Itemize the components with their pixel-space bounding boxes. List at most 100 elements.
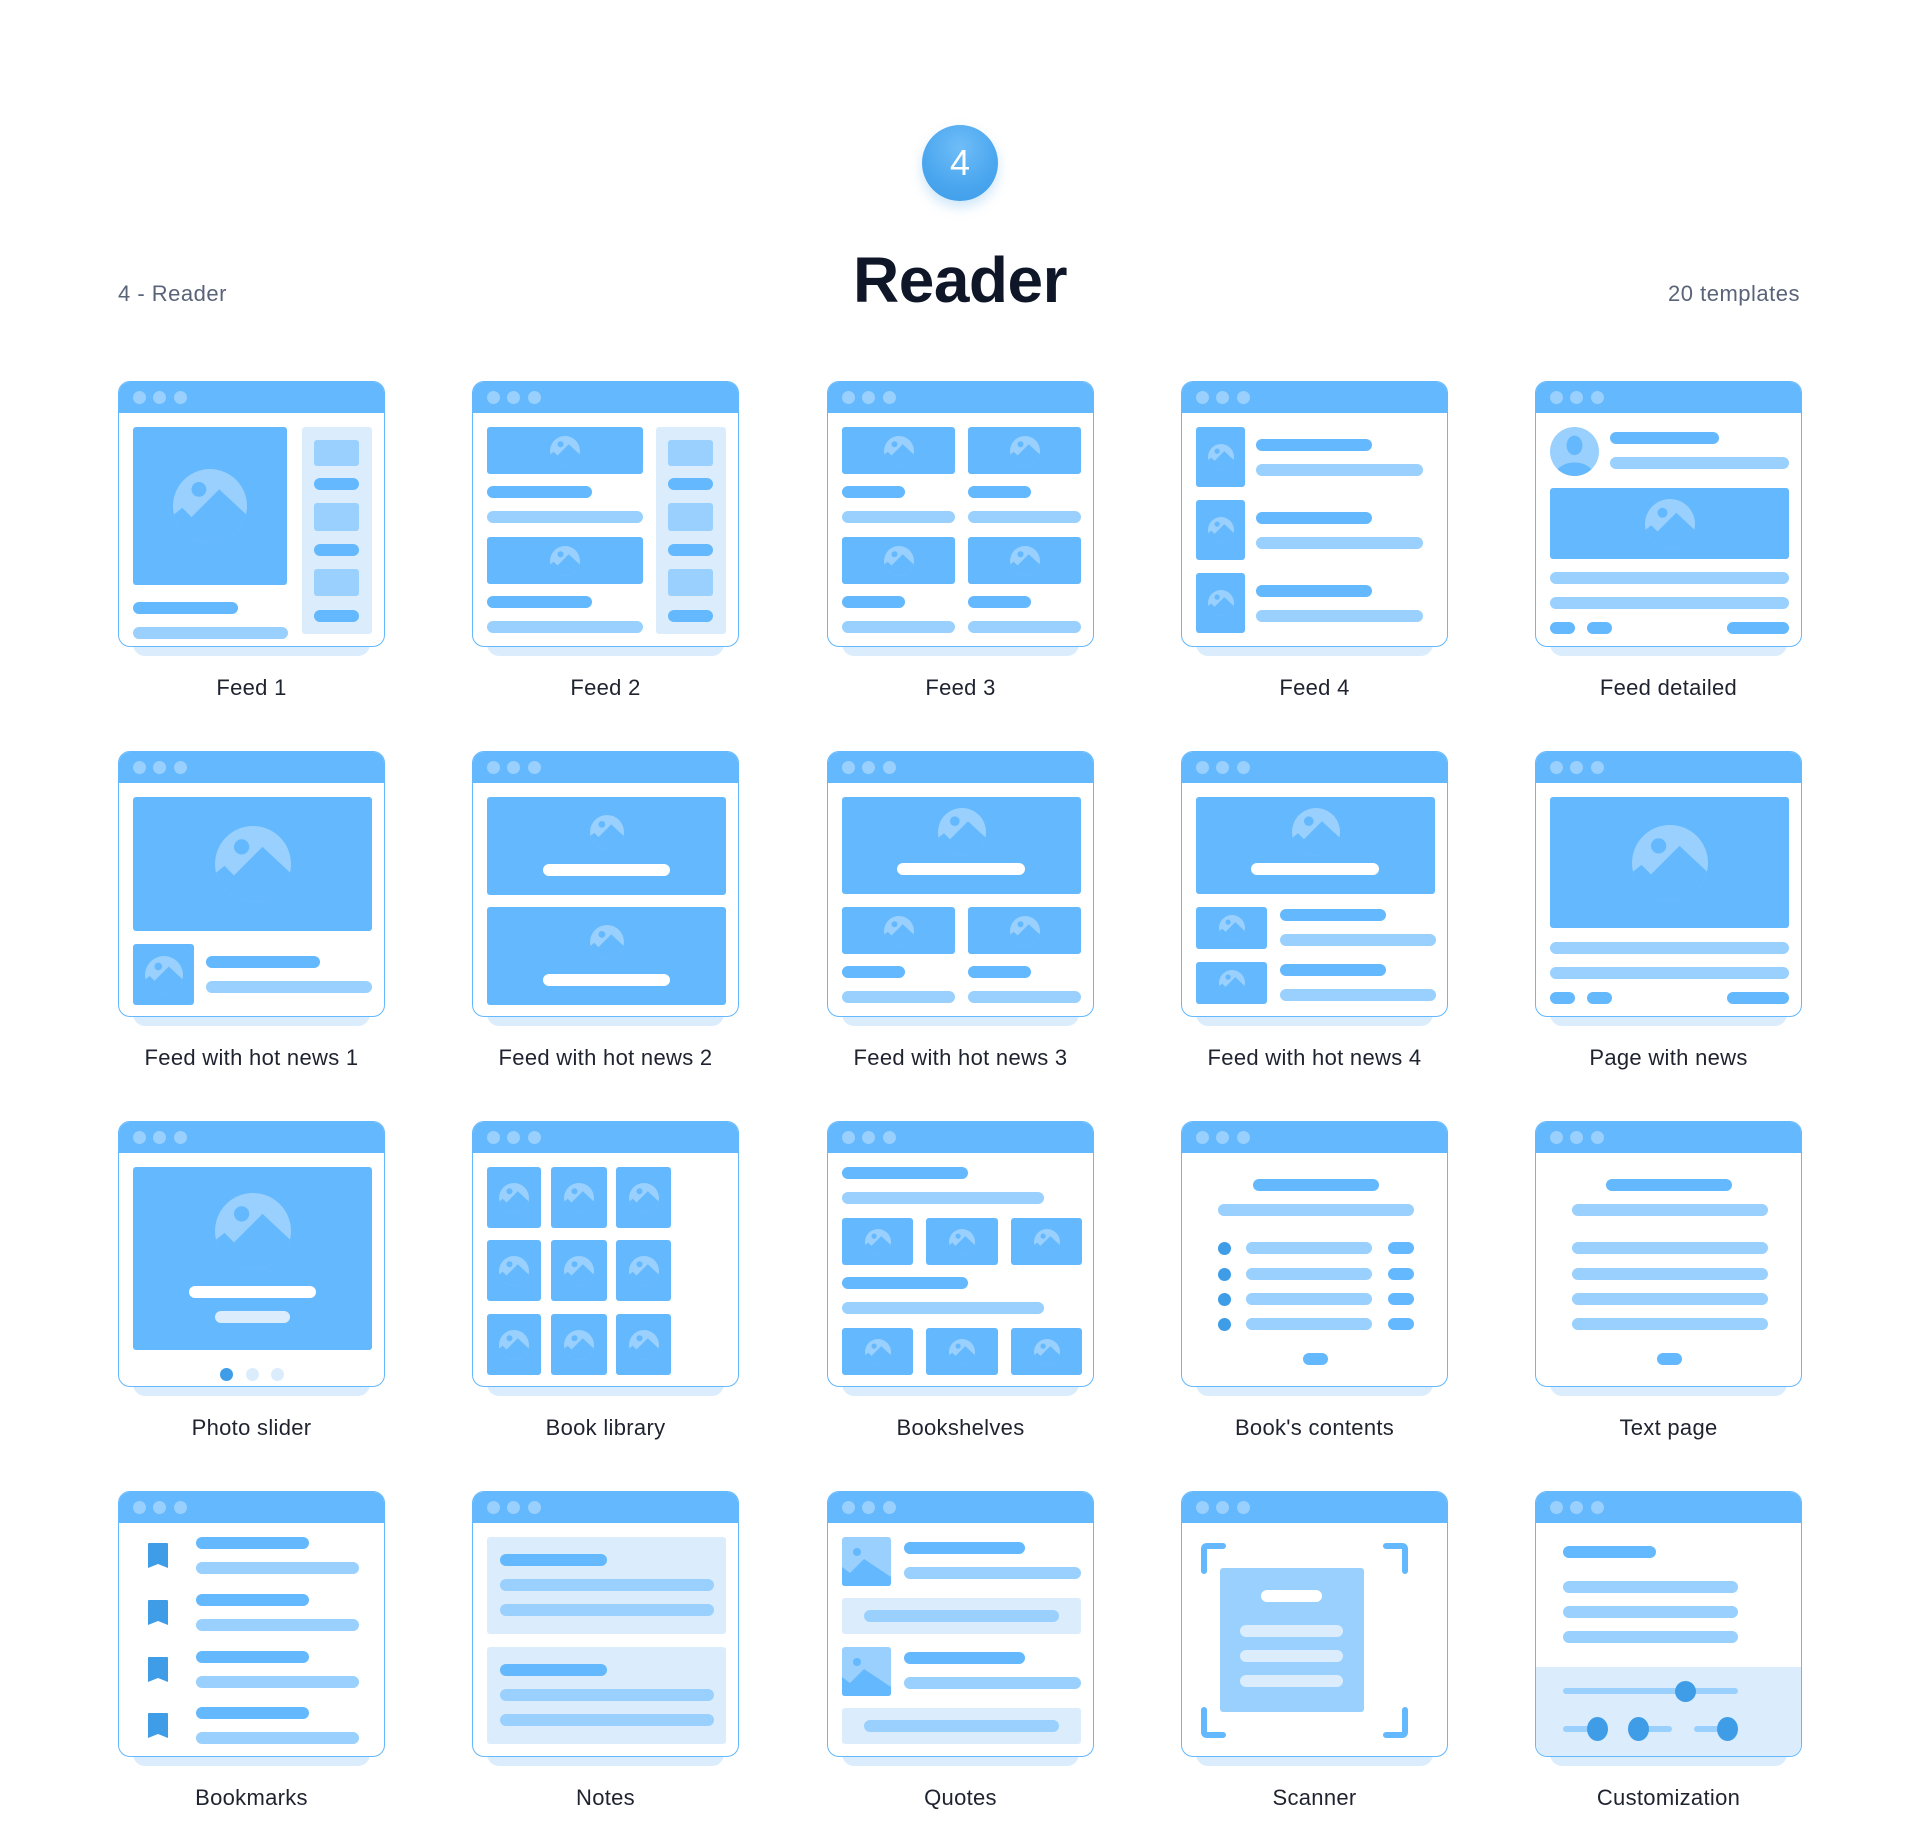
- image-icon: [937, 807, 986, 861]
- template-tile-feeddetailed[interactable]: Feed detailed: [1535, 381, 1802, 721]
- window-titlebar: [1182, 752, 1447, 783]
- text-line: [864, 1720, 1059, 1732]
- text-line: [1550, 597, 1789, 609]
- template-tile-library[interactable]: Book library: [472, 1121, 739, 1461]
- image-icon: [564, 1182, 594, 1218]
- window-dot-icon: [528, 761, 541, 774]
- image-placeholder: [487, 797, 726, 895]
- template-tile-feed3[interactable]: Feed 3: [827, 381, 1094, 721]
- heading-line: [1303, 1353, 1328, 1365]
- window-dot-icon: [487, 761, 500, 774]
- heading-line: [1388, 1318, 1414, 1330]
- template-tile-bookmarks[interactable]: Bookmarks: [118, 1491, 385, 1831]
- text-line: [196, 1562, 359, 1574]
- template-tile-contents[interactable]: Book's contents: [1181, 1121, 1448, 1461]
- template-preview[interactable]: [827, 1491, 1094, 1757]
- image-icon: [628, 1182, 659, 1218]
- thumbnail-block: [314, 440, 359, 466]
- image-icon: [1033, 1228, 1060, 1260]
- window-dot-icon: [487, 1131, 500, 1144]
- window-titlebar: [1536, 752, 1801, 783]
- template-preview[interactable]: [1535, 751, 1802, 1017]
- template-preview[interactable]: [827, 1121, 1094, 1387]
- bullet-dot-icon: [271, 1368, 284, 1381]
- template-tile-feed4[interactable]: Feed 4: [1181, 381, 1448, 721]
- template-preview[interactable]: [472, 381, 739, 647]
- template-preview[interactable]: [1181, 751, 1448, 1017]
- image-placeholder: [551, 1314, 607, 1375]
- heading-line: [1253, 1179, 1379, 1191]
- text-line: [1572, 1268, 1768, 1280]
- template-preview[interactable]: [472, 1121, 739, 1387]
- template-tile-custom[interactable]: Customization: [1535, 1491, 1802, 1831]
- window-titlebar: [1182, 1492, 1447, 1523]
- template-tile-quotes[interactable]: Quotes: [827, 1491, 1094, 1831]
- window-dot-icon: [528, 391, 541, 404]
- thumbnail-block: [668, 569, 713, 596]
- text-line: [1240, 1675, 1343, 1687]
- template-tile-feed1[interactable]: Feed 1: [118, 381, 385, 721]
- template-preview[interactable]: [118, 1491, 385, 1757]
- template-tile-hot3[interactable]: Feed with hot news 3: [827, 751, 1094, 1091]
- text-line: [1246, 1318, 1372, 1330]
- window-dot-icon: [133, 1131, 146, 1144]
- template-preview[interactable]: [827, 381, 1094, 647]
- template-preview[interactable]: [827, 751, 1094, 1017]
- template-preview[interactable]: [472, 751, 739, 1017]
- text-line: [842, 621, 955, 633]
- image-placeholder: [1011, 1218, 1082, 1265]
- settings-panel: [1536, 1667, 1801, 1756]
- template-preview[interactable]: [1181, 1491, 1448, 1757]
- text-line: [1280, 934, 1436, 946]
- window-dot-icon: [133, 1501, 146, 1514]
- image-icon: [949, 1228, 975, 1260]
- image-placeholder: [1196, 573, 1245, 633]
- window-dot-icon: [1237, 1501, 1250, 1514]
- image-icon: [1644, 498, 1695, 554]
- template-tile-hot2[interactable]: Feed with hot news 2: [472, 751, 739, 1091]
- heading-line: [1388, 1242, 1414, 1254]
- template-label: Feed with hot news 3: [853, 1045, 1068, 1070]
- template-tile-pagenews[interactable]: Page with news: [1535, 751, 1802, 1091]
- template-preview[interactable]: [118, 751, 385, 1017]
- image-placeholder: [616, 1167, 671, 1228]
- image-placeholder: [1550, 488, 1789, 559]
- template-tile-textpage[interactable]: Text page: [1535, 1121, 1802, 1461]
- text-line: [1240, 1625, 1343, 1637]
- template-tile-scanner[interactable]: Scanner: [1181, 1491, 1448, 1831]
- window-titlebar: [473, 1492, 738, 1523]
- template-tile-slider[interactable]: Photo slider: [118, 1121, 385, 1461]
- image-icon: [1009, 915, 1040, 951]
- window-dot-icon: [862, 391, 875, 404]
- template-tile-hot4[interactable]: Feed with hot news 4: [1181, 751, 1448, 1091]
- template-label: Notes: [576, 1785, 635, 1810]
- heading-line: [1727, 622, 1789, 634]
- template-preview[interactable]: [118, 381, 385, 647]
- template-tile-notes[interactable]: Notes: [472, 1491, 739, 1831]
- text-line: [1628, 1726, 1672, 1732]
- template-preview[interactable]: [1181, 381, 1448, 647]
- thumbnail-block: [668, 440, 713, 466]
- window-dot-icon: [1196, 1131, 1209, 1144]
- template-preview[interactable]: [1535, 1121, 1802, 1387]
- template-preview[interactable]: [1535, 1491, 1802, 1757]
- template-preview[interactable]: [1181, 1121, 1448, 1387]
- text-line: [487, 621, 643, 633]
- template-tile-hot1[interactable]: Feed with hot news 1: [118, 751, 385, 1091]
- template-preview[interactable]: [118, 1121, 385, 1387]
- caption-line: [543, 974, 670, 986]
- template-label: Feed 1: [216, 675, 287, 700]
- window-dot-icon: [1591, 761, 1604, 774]
- image-placeholder: [842, 427, 955, 474]
- template-preview[interactable]: [472, 1491, 739, 1757]
- heading-line: [1388, 1268, 1414, 1280]
- template-tile-shelves[interactable]: Bookshelves: [827, 1121, 1094, 1461]
- image-placeholder: [1196, 427, 1245, 487]
- bookmark-icon: [148, 1543, 168, 1568]
- template-preview[interactable]: [1535, 381, 1802, 647]
- section-number-badge: 4: [922, 125, 998, 201]
- template-tile-feed2[interactable]: Feed 2: [472, 381, 739, 721]
- text-line: [1246, 1268, 1372, 1280]
- window-titlebar: [473, 382, 738, 413]
- image-placeholder: [616, 1240, 671, 1301]
